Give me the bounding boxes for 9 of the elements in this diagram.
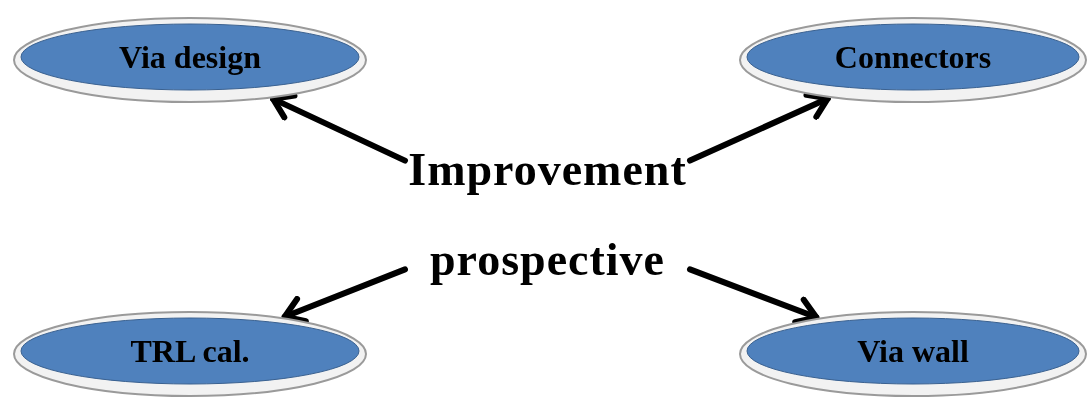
node-label: Via design	[118, 38, 262, 76]
arrow	[270, 92, 408, 164]
center-text: Improvement prospective	[407, 143, 688, 287]
arrow	[687, 91, 831, 164]
node-label: Connectors	[833, 38, 993, 76]
node-label: Via wall	[856, 332, 970, 370]
node-label: TRL cal.	[129, 332, 251, 370]
arrow	[281, 266, 408, 325]
arrow	[687, 266, 820, 326]
